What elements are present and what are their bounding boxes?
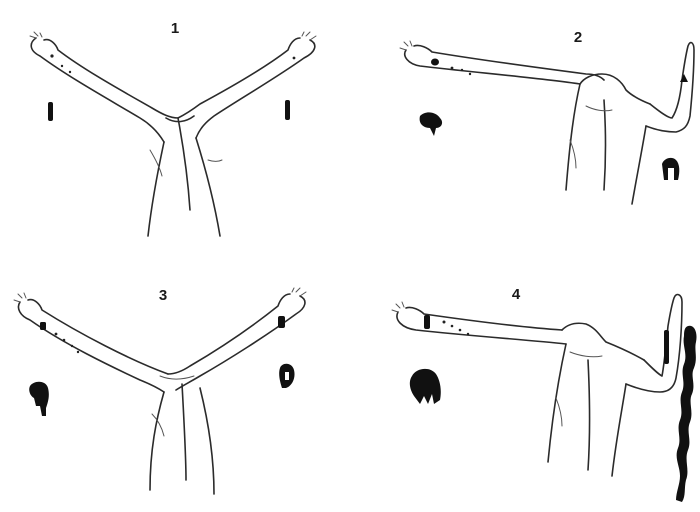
panel-2: 2	[400, 29, 694, 204]
panel-4-hand	[392, 302, 404, 312]
panel-2-right-specimen	[662, 158, 679, 180]
panel-1-right-hand	[302, 32, 316, 40]
panel-3-left-arm	[18, 300, 168, 392]
panel-3-right-lesion	[278, 316, 285, 328]
panel-4-shoulders	[562, 323, 644, 360]
panel-1-speck	[50, 54, 53, 57]
panel-2-label: 2	[574, 29, 582, 46]
panel-4-label: 4	[512, 286, 521, 303]
panel-1-left-hand	[30, 32, 42, 38]
panel-2-speck	[469, 73, 471, 75]
panel-1-left-arm	[31, 38, 178, 142]
panel-3-left-specimen	[29, 382, 49, 416]
panel-3: 3	[14, 287, 306, 494]
panel-3-right-specimen	[279, 364, 294, 388]
panel-1-left-specimen	[48, 102, 53, 121]
panel-2-left-specimen	[420, 112, 442, 136]
panel-3-torso	[150, 384, 214, 494]
panel-4-extended-arm	[397, 307, 566, 344]
panel-4-back-detail	[556, 352, 602, 426]
panel-4-speck	[443, 321, 446, 324]
panel-1-label: 1	[171, 20, 179, 37]
panel-4-speck	[459, 329, 462, 332]
panel-3-speck	[55, 333, 58, 336]
panel-1-right-arm	[178, 38, 315, 138]
panel-3-right-hand	[292, 288, 306, 296]
panel-3-back-detail	[152, 376, 194, 436]
panel-4-left-specimen	[410, 369, 441, 404]
panel-1: 1	[30, 20, 316, 236]
panel-2-torso	[566, 84, 646, 204]
panel-4-bent-arm	[626, 295, 682, 392]
panel-2-bent-arm	[646, 43, 694, 132]
panel-2-lesion	[431, 59, 439, 66]
panel-2-forearm-lesion	[680, 74, 688, 82]
panel-3-left-hand	[14, 293, 26, 302]
panel-4-speck	[451, 325, 454, 328]
panel-2-hand	[400, 41, 412, 50]
panel-3-label: 3	[159, 287, 167, 304]
panel-4-forearm-lesion	[664, 330, 669, 364]
panel-4-lesion	[424, 315, 430, 329]
panel-1-speck	[61, 65, 63, 67]
panel-2-speck	[461, 69, 463, 71]
panel-1-speck	[69, 71, 71, 73]
panel-3-speck	[71, 345, 73, 347]
panel-2-speck	[451, 67, 454, 70]
panel-3-speck	[77, 351, 79, 353]
panel-1-right-specimen	[285, 100, 290, 120]
panel-4: 4	[392, 286, 697, 502]
panel-2-shoulders	[580, 74, 650, 104]
panel-4-speck	[467, 333, 469, 335]
panel-3-lesion	[40, 322, 46, 330]
panel-1-speck	[293, 57, 296, 60]
panel-3-speck	[63, 339, 66, 342]
